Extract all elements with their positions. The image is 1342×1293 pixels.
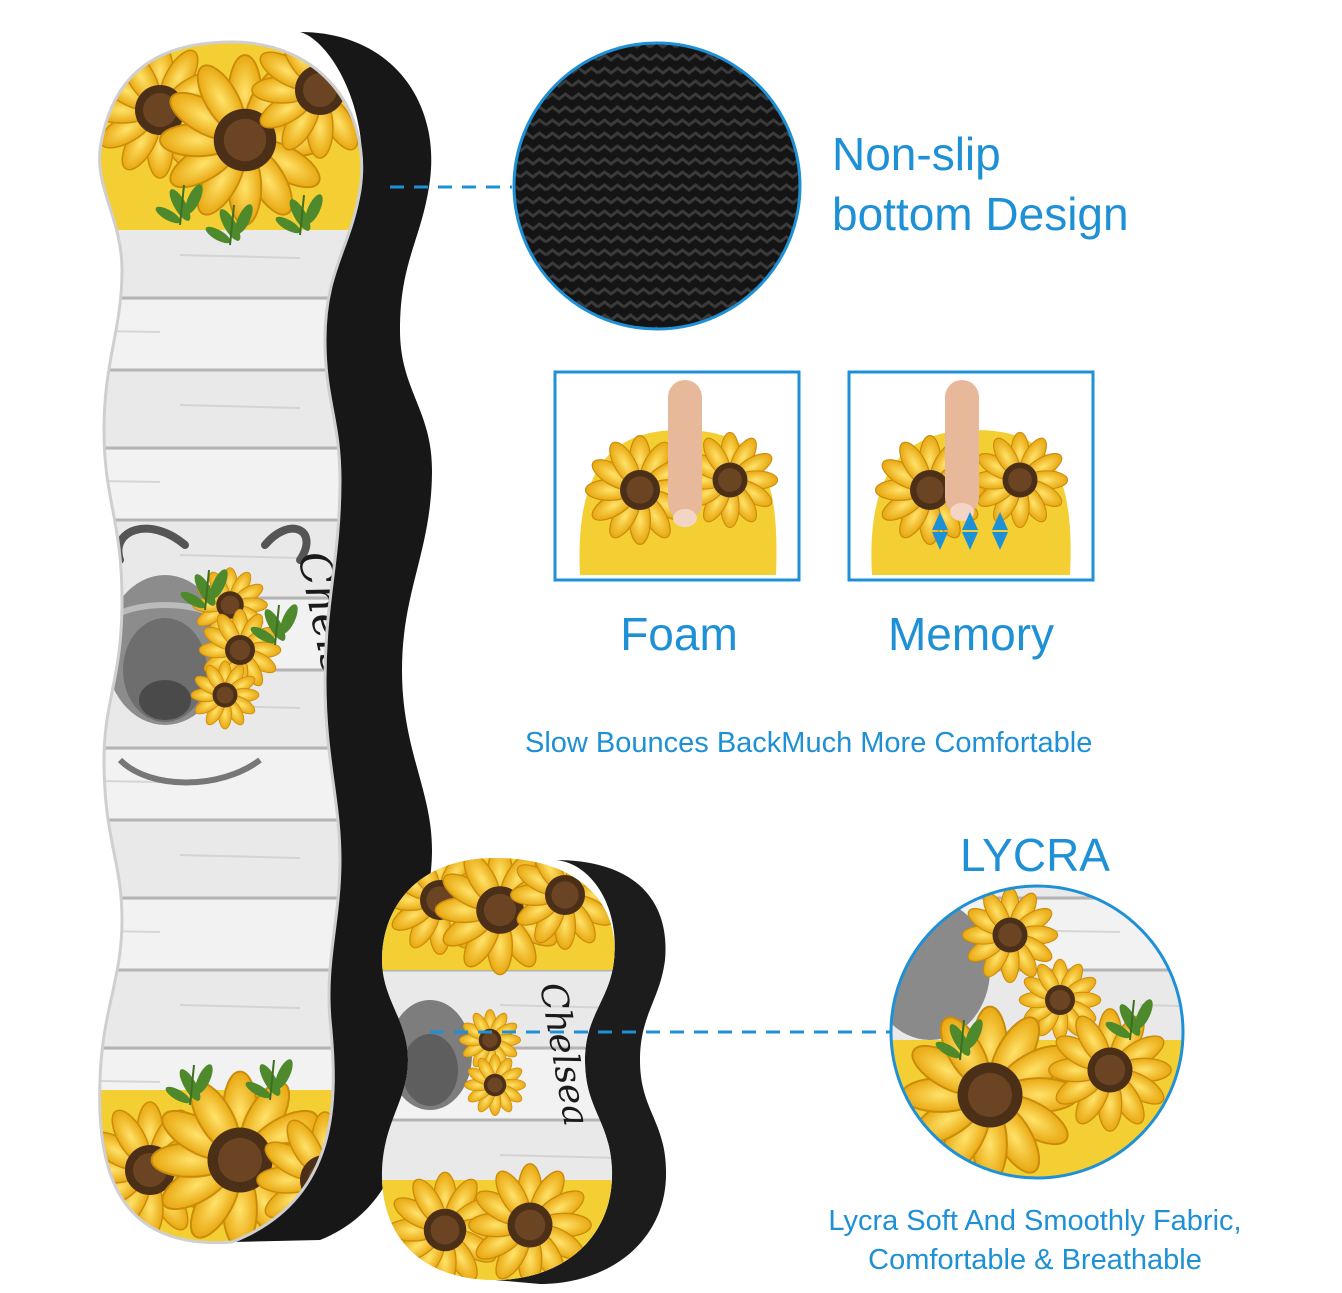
lycra-line1: Lycra Soft And Smoothly Fabric, (828, 1205, 1242, 1237)
lycra-closeup (889, 884, 1185, 1180)
mat-backing (232, 32, 432, 1242)
foam-label: Foam (620, 608, 738, 660)
slow-bounce-caption: Slow Bounces BackMuch More Comfortable (525, 727, 1093, 759)
nonslip-heading: Non-slip bottom Design (832, 125, 1129, 245)
memory-label: Memory (887, 608, 1055, 660)
rebound-arrows-icon (932, 512, 1008, 550)
small-mat-backing (495, 860, 667, 1284)
fabric-texture-icon (512, 41, 802, 331)
foam-panel (553, 370, 801, 582)
finger-press-icon (668, 380, 702, 527)
highland-cow-icon (105, 524, 311, 786)
nonslip-line2: bottom Design (832, 187, 1129, 240)
lycra-title: LYCRA (960, 829, 1110, 881)
lycra-line2: Comfortable & Breathable (868, 1244, 1202, 1277)
nonslip-line1: Non-slip (832, 128, 1001, 180)
memory-panel (847, 370, 1095, 582)
lycra-caption: Lycra Soft And Smoothly Fabric, Comforta… (760, 1202, 1310, 1280)
